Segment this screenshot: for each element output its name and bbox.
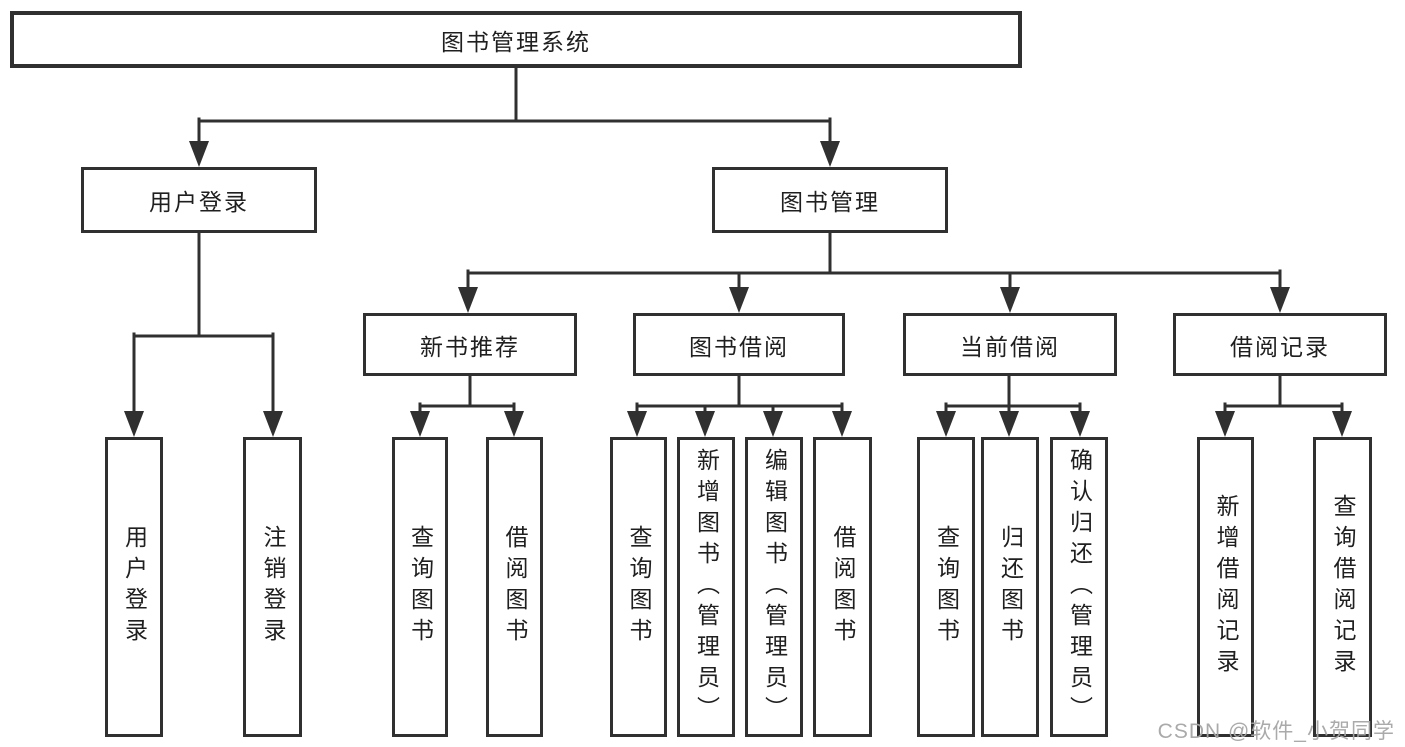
node-label: 用户登录 — [149, 189, 249, 215]
node-label: 注销登录 — [260, 525, 286, 649]
arrowhead — [627, 411, 647, 437]
node-label: 借阅记录 — [1230, 333, 1330, 360]
arrowhead — [189, 141, 209, 167]
leaf-borrow-books-recommend: 借阅图书 — [486, 437, 543, 737]
node-root-system: 图书管理系统 — [10, 11, 1022, 68]
arrowheads — [124, 141, 1352, 437]
leaf-query-books-current: 查询图书 — [917, 437, 975, 737]
arrowhead — [1270, 287, 1290, 313]
node-label: 借阅图书 — [502, 525, 528, 649]
leaf-add-borrow-record: 新增借阅记录 — [1197, 437, 1254, 737]
arrowhead — [263, 411, 283, 437]
leaf-query-books-recommend: 查询图书 — [392, 437, 448, 737]
arrowhead — [999, 411, 1019, 437]
node-label: 确认归还（管理员） — [1066, 447, 1093, 727]
csdn-watermark: CSDN @软件_小贺同学 — [1157, 720, 1395, 743]
leaf-edit-book-admin: 编辑图书（管理员） — [745, 437, 803, 737]
node-book-management: 图书管理 — [712, 167, 948, 233]
node-label: 新书推荐 — [420, 333, 520, 360]
arrowhead — [1070, 411, 1090, 437]
arrowhead — [729, 287, 749, 313]
node-label: 当前借阅 — [960, 333, 1060, 360]
node-borrowing-records: 借阅记录 — [1173, 313, 1387, 376]
leaf-query-borrow-record: 查询借阅记录 — [1313, 437, 1372, 737]
leaf-confirm-return-admin: 确认归还（管理员） — [1050, 437, 1108, 737]
node-label: 归还图书 — [997, 525, 1024, 649]
node-label: 图书借阅 — [689, 333, 789, 360]
arrowhead — [1000, 287, 1020, 313]
node-label: 新增借阅记录 — [1213, 494, 1239, 680]
connector-path — [132, 66, 1344, 417]
leaf-logout: 注销登录 — [243, 437, 302, 737]
node-book-borrowing: 图书借阅 — [633, 313, 845, 376]
arrowhead — [820, 141, 840, 167]
node-label: 编辑图书（管理员） — [761, 447, 788, 727]
arrowhead — [1332, 411, 1352, 437]
arrowhead — [936, 411, 956, 437]
arrowhead — [504, 411, 524, 437]
leaf-borrow-books-borrowing: 借阅图书 — [813, 437, 872, 737]
node-label: 查询图书 — [407, 525, 434, 649]
node-label: 查询借阅记录 — [1330, 494, 1356, 680]
leaf-query-books-borrowing: 查询图书 — [610, 437, 667, 737]
node-current-borrowing: 当前借阅 — [903, 313, 1117, 376]
node-label: 查询图书 — [626, 525, 652, 649]
arrowhead — [695, 411, 715, 437]
leaf-user-login: 用户登录 — [105, 437, 163, 737]
arrowhead — [1215, 411, 1235, 437]
node-label: 图书管理系统 — [441, 28, 591, 55]
leaf-return-books: 归还图书 — [981, 437, 1039, 737]
node-label: 图书管理 — [780, 189, 880, 215]
node-label: 用户登录 — [121, 525, 148, 649]
arrowhead — [410, 411, 430, 437]
arrowhead — [458, 287, 478, 313]
leaf-add-book-admin: 新增图书（管理员） — [677, 437, 735, 737]
node-label: 查询图书 — [933, 525, 960, 649]
arrowhead — [763, 411, 783, 437]
arrowhead — [832, 411, 852, 437]
node-label: 新增图书（管理员） — [693, 447, 720, 727]
node-new-book-recommend: 新书推荐 — [363, 313, 577, 376]
arrowhead — [124, 411, 144, 437]
node-user-login: 用户登录 — [81, 167, 317, 233]
node-label: 借阅图书 — [830, 525, 856, 649]
